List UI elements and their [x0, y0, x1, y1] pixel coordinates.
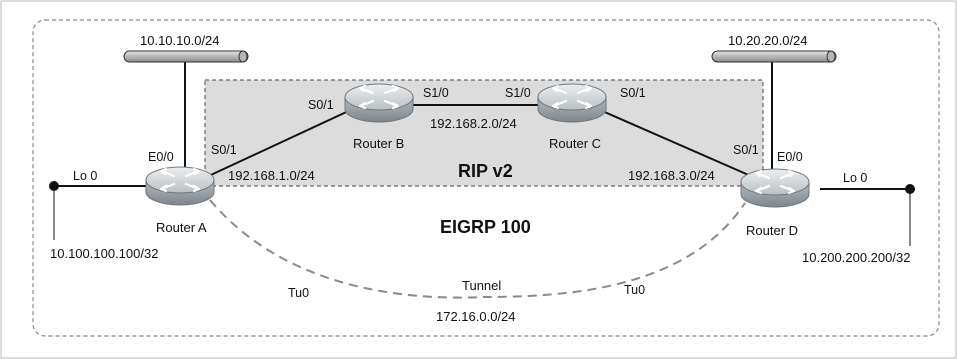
c-s01-label: S0/1	[620, 86, 646, 100]
link-c-d	[599, 109, 761, 181]
router-c-icon	[536, 82, 608, 124]
b-s10-label: S1/0	[423, 86, 449, 100]
lan-a-network: 10.10.10.0/24	[140, 33, 220, 48]
loopback-a-address: 10.100.100.100/32	[50, 246, 158, 261]
a-tu0-label: Tu0	[288, 286, 309, 300]
router-d-label: Router D	[746, 223, 798, 238]
d-lo0-label: Lo 0	[843, 171, 867, 185]
a-lo0-label: Lo 0	[73, 169, 97, 183]
tunnel-link	[209, 199, 746, 299]
loopback-d	[820, 184, 915, 246]
lan-a-segment	[123, 50, 249, 170]
eigrp-label: EIGRP 100	[440, 217, 531, 237]
tunnel-name: Tunnel	[462, 278, 501, 293]
ab-network: 192.168.1.0/24	[228, 168, 315, 183]
d-e00-label: E0/0	[777, 150, 803, 164]
eigrp-region	[32, 19, 940, 337]
router-a-icon	[144, 165, 216, 207]
b-s01-label: S0/1	[308, 98, 334, 112]
loopback-a	[49, 181, 150, 240]
cd-network: 192.168.3.0/24	[628, 168, 715, 183]
d-s01-label: S0/1	[733, 143, 759, 157]
d-tu0-label: Tu0	[624, 283, 645, 297]
router-a-label: Router A	[156, 220, 207, 235]
bc-network: 192.168.2.0/24	[430, 116, 517, 131]
loopback-d-address: 10.200.200.200/32	[802, 250, 910, 265]
rip-region	[204, 79, 764, 187]
link-a-b	[199, 107, 356, 181]
a-e00-label: E0/0	[148, 150, 174, 164]
router-b-label: Router B	[353, 136, 404, 151]
router-c-label: Router C	[549, 136, 601, 151]
rip-label: RIP v2	[458, 161, 513, 181]
router-d-icon	[739, 167, 811, 209]
tunnel-network: 172.16.0.0/24	[436, 309, 516, 324]
lan-d-network: 10.20.20.0/24	[728, 33, 808, 48]
lan-d-segment	[711, 50, 837, 172]
router-b-icon	[343, 82, 415, 124]
a-s01-label: S0/1	[211, 143, 237, 157]
c-s10-label: S1/0	[505, 86, 531, 100]
